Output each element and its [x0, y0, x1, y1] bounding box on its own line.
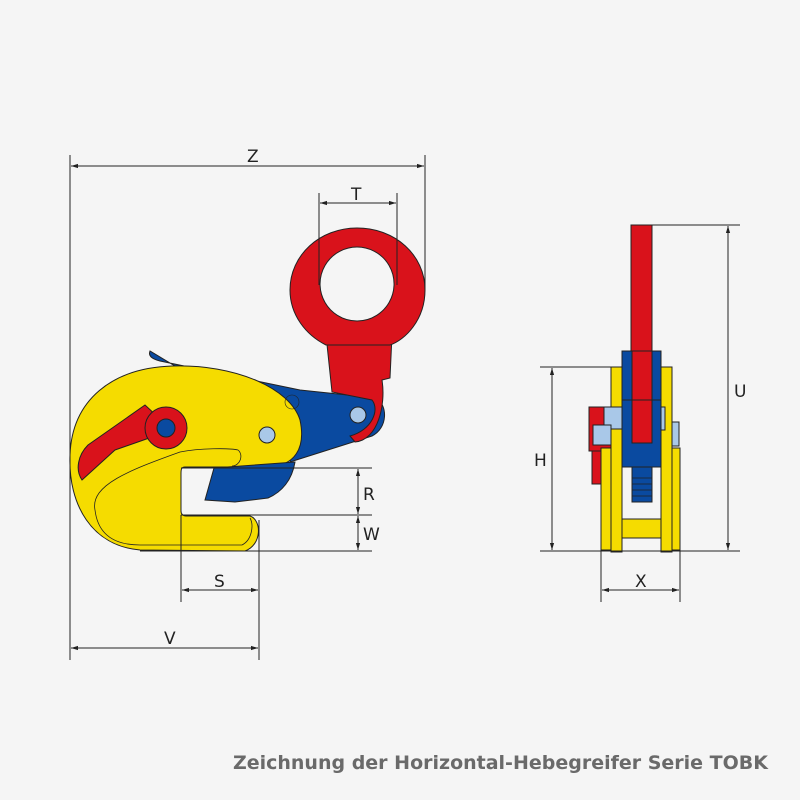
dim-label-v: V	[164, 629, 176, 649]
blue-toothed-jaw	[204, 461, 296, 503]
bolt-icon	[671, 421, 680, 447]
dim-label-u: U	[734, 382, 746, 402]
dim-label-t: T	[350, 185, 362, 205]
red-lifting-eye	[289, 227, 426, 346]
pivot-bolt-icon	[349, 406, 367, 424]
dimension-lines	[69, 155, 740, 660]
bolt-icon	[258, 426, 276, 444]
dim-label-z: Z	[247, 147, 259, 167]
cam-pin-icon	[156, 418, 176, 438]
dim-label-w: W	[363, 525, 380, 545]
front-view-clamp	[588, 224, 681, 553]
drawing-caption: Zeichnung der Horizontal-Hebegreifer Ser…	[232, 752, 768, 774]
red-eye-neck	[325, 334, 393, 443]
bolt-icon	[603, 406, 623, 430]
side-view-clamp	[69, 227, 426, 552]
dim-label-r: R	[363, 485, 375, 505]
body-inner-contour	[94, 448, 253, 546]
dim-label-s: S	[214, 572, 225, 592]
dim-label-h: H	[534, 451, 547, 471]
hidden-pin-icon	[284, 394, 300, 410]
dim-label-x: X	[635, 572, 647, 592]
bolt-icon	[592, 424, 612, 446]
